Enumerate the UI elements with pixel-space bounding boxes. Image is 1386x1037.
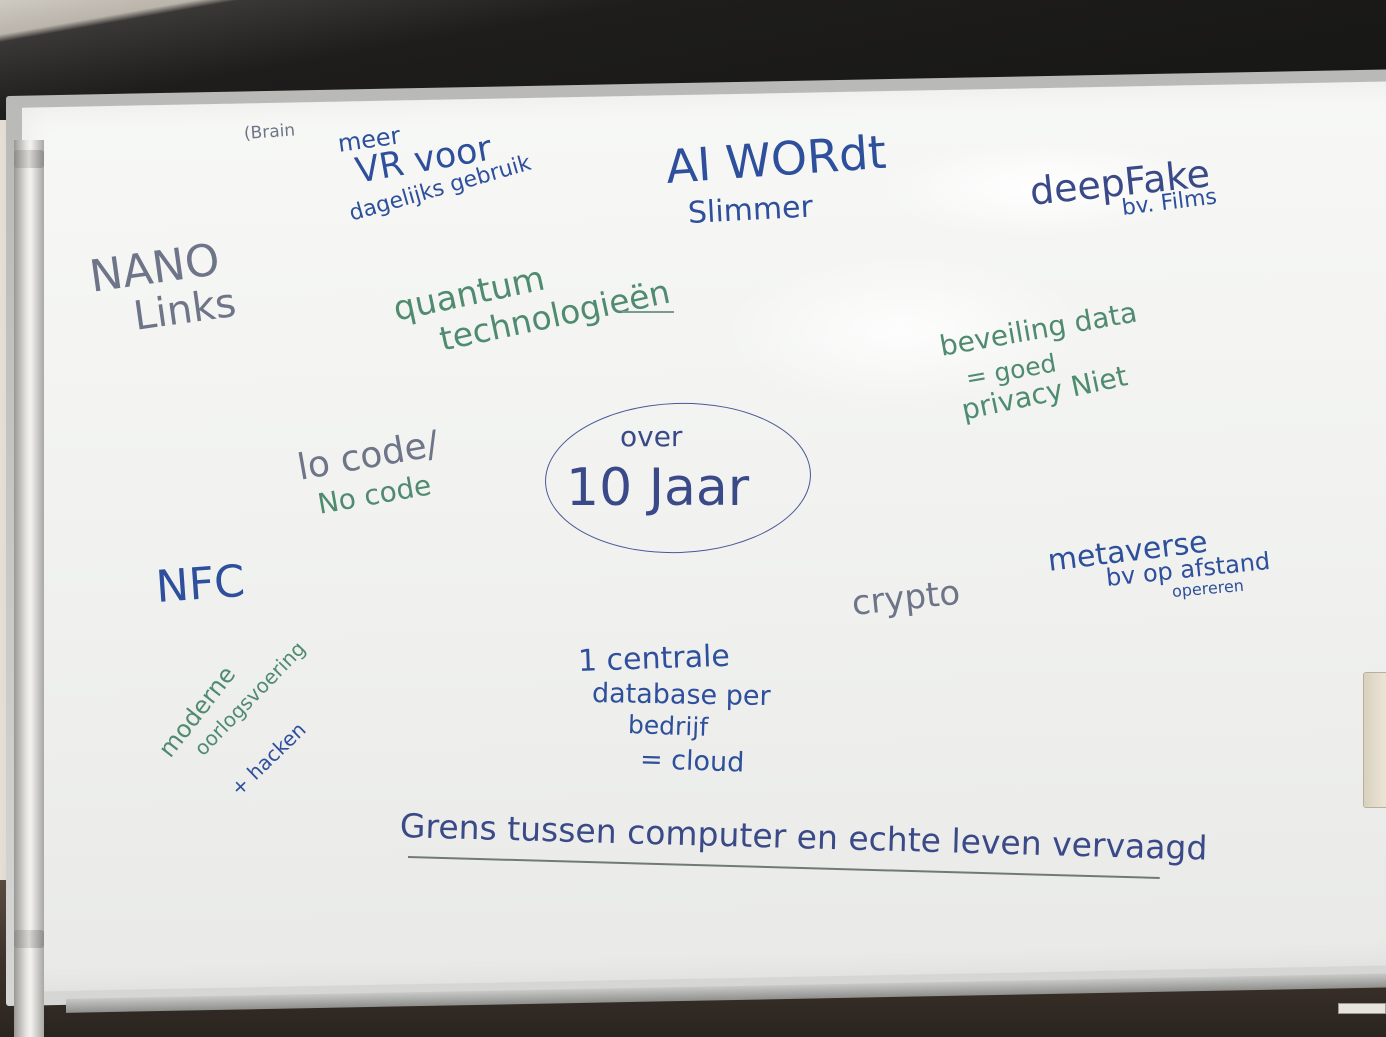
note-database-line4: = cloud xyxy=(639,744,745,779)
label-sticker xyxy=(1338,1003,1386,1014)
eraser xyxy=(1363,672,1386,808)
stand-clamp xyxy=(14,150,44,168)
note-nfc: NFC xyxy=(154,555,247,613)
stand-clamp xyxy=(14,930,44,948)
note-brain: (Brain xyxy=(243,120,296,144)
note-center-line1: over xyxy=(620,420,683,453)
note-ai-line2: Slimmer xyxy=(687,189,814,231)
note-database-line2: database per xyxy=(591,678,771,713)
note-center-line2: 10 Jaar xyxy=(566,458,750,518)
note-database-line3: bedrijf xyxy=(627,710,709,742)
note-database-line1: 1 centrale xyxy=(577,638,731,679)
stand-leg xyxy=(14,140,44,1037)
quantum-dash xyxy=(622,311,674,313)
